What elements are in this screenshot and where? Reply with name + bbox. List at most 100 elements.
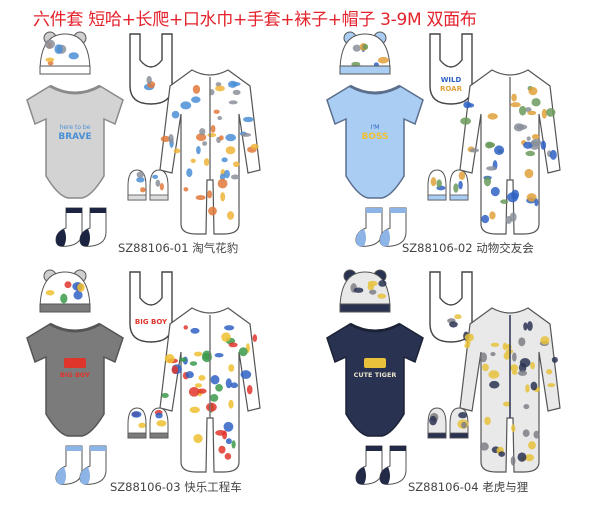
print-motif xyxy=(513,123,524,132)
print-motif xyxy=(47,61,54,66)
print-motif xyxy=(525,150,536,157)
print-motif xyxy=(205,402,217,412)
print-motif xyxy=(531,134,540,140)
print-motif xyxy=(509,212,517,222)
bodysuit-neckline xyxy=(349,322,401,333)
hat-band xyxy=(39,303,91,313)
print-motif xyxy=(238,347,248,357)
print-motif xyxy=(226,211,235,220)
print-motif xyxy=(526,193,537,202)
bodysuit-body xyxy=(326,323,424,437)
print-motif xyxy=(528,86,538,96)
print-motif xyxy=(136,171,144,178)
print-motif xyxy=(362,43,369,50)
bib-outline xyxy=(429,33,473,105)
print-motif xyxy=(511,424,516,433)
mitten-cuff xyxy=(127,194,147,201)
print-motif xyxy=(524,168,534,179)
print-motif xyxy=(485,141,494,149)
bib-print-text: ROAR xyxy=(440,85,463,93)
bodysuit-neckline xyxy=(349,84,401,95)
print-motif xyxy=(469,148,480,153)
print-motif xyxy=(190,158,196,164)
print-motif xyxy=(203,158,210,166)
bib xyxy=(129,33,173,105)
print-motif xyxy=(218,445,226,454)
romper xyxy=(159,307,261,473)
hat xyxy=(39,269,91,313)
romper xyxy=(159,69,261,235)
product-illustration: CUTE TIGER xyxy=(326,269,561,485)
print-motif xyxy=(221,157,228,163)
print-motif xyxy=(503,401,511,407)
print-motif xyxy=(224,453,232,460)
sock-cuff xyxy=(66,208,82,213)
print-motif xyxy=(507,192,519,203)
print-motif xyxy=(511,370,518,375)
print-motif xyxy=(518,105,527,116)
print-motif xyxy=(430,177,437,187)
print-motif xyxy=(210,125,216,133)
print-motif xyxy=(225,146,236,155)
print-motif xyxy=(250,143,259,150)
print-motif xyxy=(546,108,556,117)
print-motif xyxy=(369,289,377,295)
mittens xyxy=(427,169,469,201)
mittens xyxy=(127,169,169,201)
print-motif xyxy=(458,412,468,419)
print-motif xyxy=(494,145,505,156)
print-motif xyxy=(523,141,533,149)
print-motif xyxy=(231,440,236,449)
print-motif xyxy=(353,287,364,293)
print-motif xyxy=(527,110,537,116)
bodysuit-print-text: CUTE TIGER xyxy=(354,371,397,379)
print-motif xyxy=(191,96,201,104)
print-motif xyxy=(209,393,219,402)
sock-cuff xyxy=(366,446,382,451)
print-motif xyxy=(525,384,530,393)
print-motif xyxy=(180,101,192,110)
print-motif xyxy=(161,392,169,399)
print-motif xyxy=(189,361,198,366)
bib: BIG BOY xyxy=(129,271,173,343)
sock-toe xyxy=(80,229,90,247)
print-motif xyxy=(530,361,535,370)
print-motif xyxy=(230,174,240,180)
print-motif xyxy=(73,290,83,300)
print-motif xyxy=(197,388,207,394)
print-motif xyxy=(449,321,458,328)
print-motif xyxy=(194,383,203,388)
hat xyxy=(339,31,391,75)
bib xyxy=(429,271,473,343)
print-motif xyxy=(500,199,509,204)
product-code-caption: SZ88106-03 快乐工程车 xyxy=(110,480,242,494)
print-motif xyxy=(183,325,188,330)
print-motif xyxy=(482,363,489,372)
print-motif xyxy=(220,192,226,202)
sock-toe xyxy=(56,229,66,247)
print-motif xyxy=(217,115,223,121)
print-motif xyxy=(45,289,55,296)
hat-band xyxy=(339,65,391,75)
product-set-4: CUTE TIGER SZ88106-04 老虎与狸 xyxy=(300,266,600,506)
print-motif xyxy=(228,364,235,372)
mitten-cuff xyxy=(427,194,447,201)
print-motif xyxy=(213,109,220,114)
mittens xyxy=(127,407,169,439)
bodysuit-neckline xyxy=(49,84,101,95)
print-motif xyxy=(225,378,232,389)
bodysuit-neckline xyxy=(49,322,101,333)
sock-toe xyxy=(380,229,390,247)
print-motif xyxy=(45,57,55,62)
bodysuit-print-text: BIG BOY xyxy=(60,371,90,379)
bib-outline xyxy=(429,271,473,343)
print-motif xyxy=(517,452,527,462)
print-motif xyxy=(183,187,189,192)
print-motif xyxy=(510,364,519,372)
print-motif xyxy=(377,293,387,299)
sock-toe xyxy=(356,229,366,247)
print-motif xyxy=(195,133,207,142)
sock-cuff xyxy=(390,208,406,213)
bodysuit: CUTE TIGER xyxy=(326,322,424,437)
